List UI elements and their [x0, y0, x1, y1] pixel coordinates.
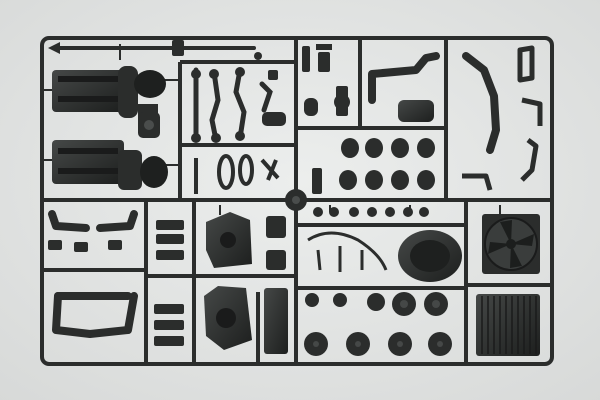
linkage-knobs — [191, 67, 286, 143]
intake-pipe-parts — [48, 210, 138, 338]
engine-block-upper — [52, 66, 166, 118]
tank-part — [398, 230, 462, 282]
ribbed-plate-part — [264, 288, 288, 354]
fan-blades — [488, 220, 534, 268]
small-fittings — [48, 240, 122, 252]
shock-absorbers — [194, 154, 280, 194]
rod-part — [48, 40, 262, 60]
radiator-part — [476, 294, 540, 356]
plate-part-middle — [266, 250, 286, 270]
small-round-part-holes — [400, 300, 440, 308]
plate-part-upper — [266, 216, 286, 238]
bracket-parts — [302, 44, 350, 116]
linkage-parts — [193, 67, 273, 143]
wheel-hubs-row1 — [341, 138, 435, 158]
clamp-parts — [154, 220, 184, 346]
small-round-parts-lower — [305, 292, 448, 316]
gearbox-part-lower — [204, 286, 252, 350]
wheel-disc-centers — [313, 341, 443, 347]
small-block-hole — [144, 120, 154, 130]
small-round-parts-upper — [313, 207, 429, 217]
sprue-hub-center — [292, 196, 300, 204]
stub-part — [312, 168, 322, 194]
engine-block-lower — [52, 140, 168, 190]
gearbox-part-upper — [206, 212, 252, 268]
muffler-part — [398, 100, 434, 122]
exhaust-pipe-parts — [368, 52, 500, 154]
frame-bracket-parts — [462, 45, 543, 191]
wheel-hubs-row2 — [339, 170, 435, 190]
spoke-parts — [307, 231, 388, 272]
